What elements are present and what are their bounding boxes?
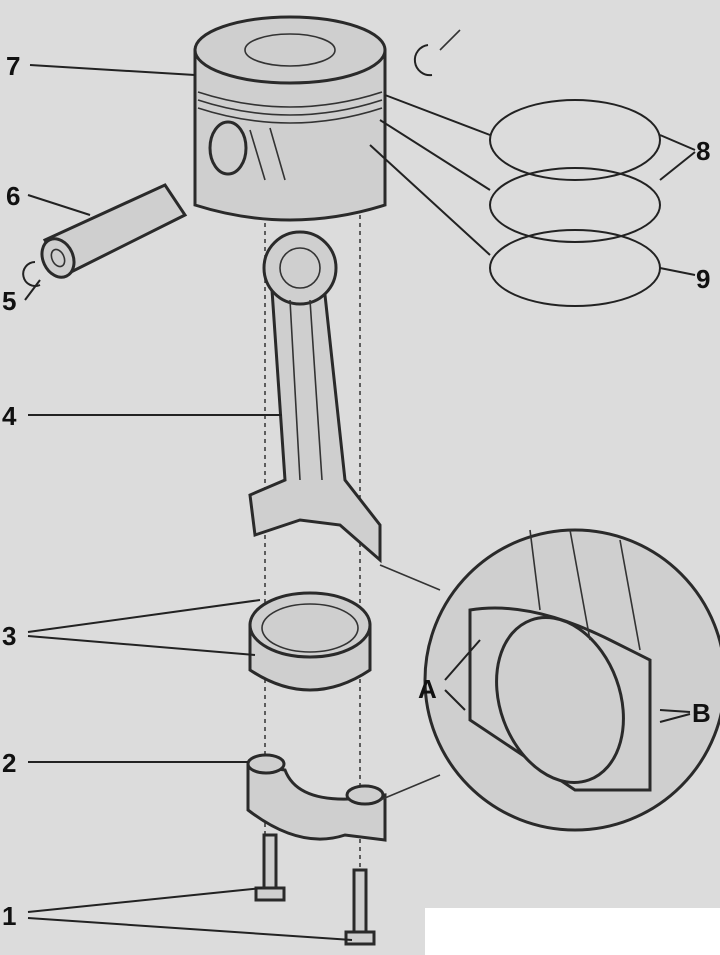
callout-4: 4 bbox=[2, 401, 17, 431]
callout-7: 7 bbox=[6, 51, 20, 81]
piston-pin-circlip-top bbox=[413, 44, 433, 77]
callout-1: 1 bbox=[2, 901, 16, 931]
connecting-rod-cap bbox=[246, 753, 387, 842]
blank-corner bbox=[425, 908, 720, 955]
bearing-shells bbox=[248, 591, 372, 692]
connecting-rod bbox=[248, 230, 382, 564]
piston-pin bbox=[40, 183, 188, 279]
callout-2: 2 bbox=[2, 748, 16, 778]
callout-9: 9 bbox=[696, 264, 710, 294]
detail-mark-a: A bbox=[418, 674, 437, 704]
piston-rings bbox=[489, 99, 661, 307]
detail-view bbox=[379, 528, 720, 832]
piston bbox=[193, 15, 387, 222]
connecting-rod-bolts bbox=[254, 833, 376, 946]
detail-mark-b: B bbox=[692, 698, 711, 728]
callout-3: 3 bbox=[2, 621, 16, 651]
callout-8: 8 bbox=[696, 136, 710, 166]
callout-5: 5 bbox=[2, 286, 16, 316]
callout-6: 6 bbox=[6, 181, 20, 211]
